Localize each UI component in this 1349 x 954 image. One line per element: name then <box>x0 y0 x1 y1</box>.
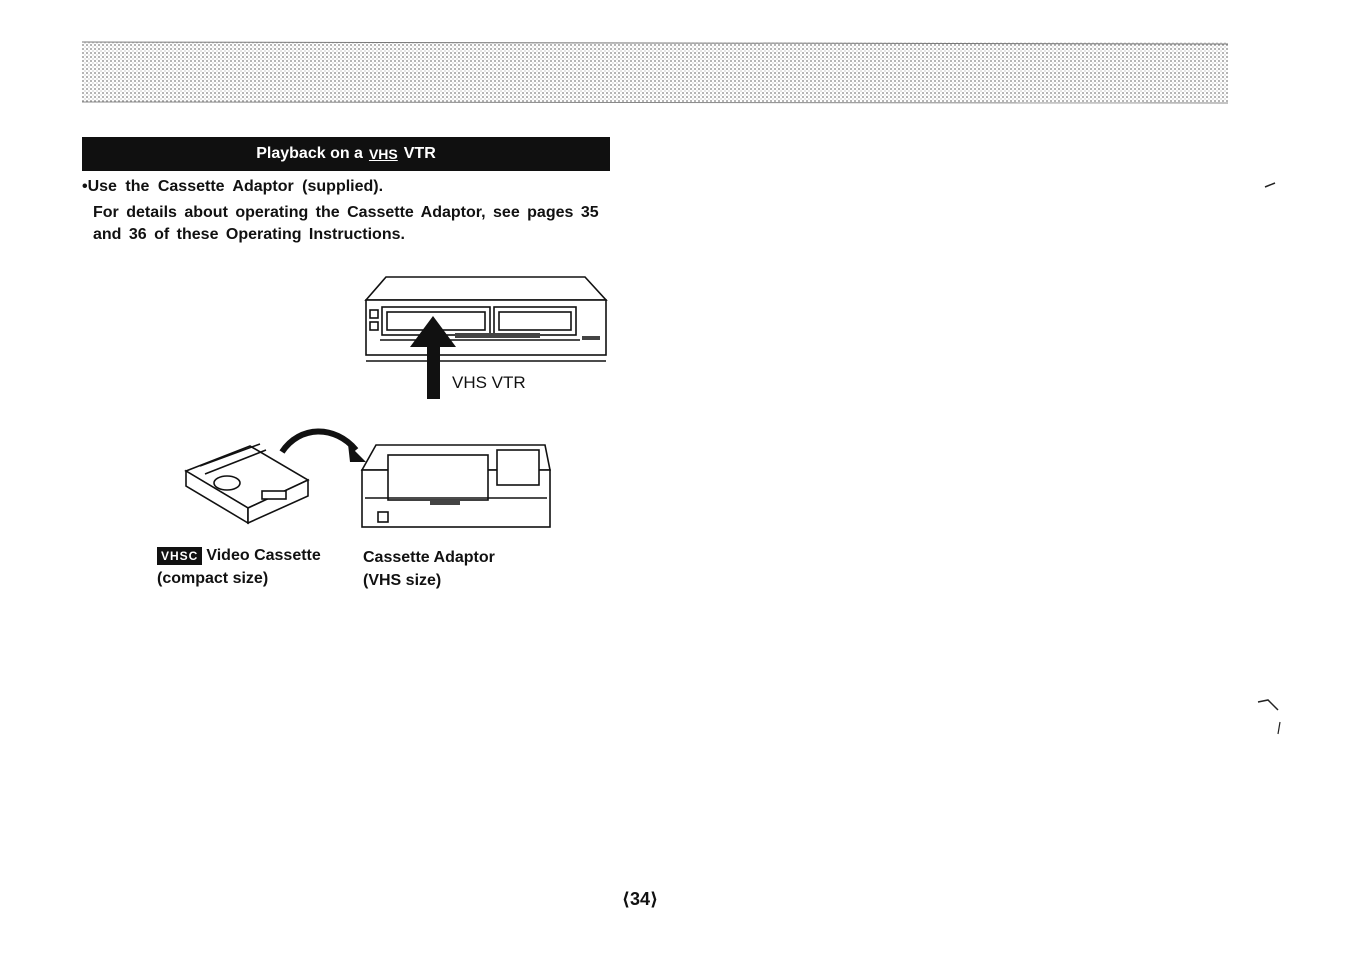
video-cassette-size: (compact size) <box>157 570 269 587</box>
cassette-adaptor-size: (VHS size) <box>363 572 442 589</box>
details-paragraph: For details about operating the Cassette… <box>93 204 599 243</box>
page-number: ⟨34⟩ <box>621 889 659 909</box>
cassette-adaptor-drawing <box>360 444 551 528</box>
section-title-bar: Playback on a VHS VTR <box>82 137 610 171</box>
section-title-prefix: Playback on a <box>256 145 363 162</box>
cassette-adaptor-caption: Cassette Adaptor (VHS size) <box>363 546 495 592</box>
header-band <box>82 41 1228 104</box>
vhs-logo: VHS <box>368 146 398 162</box>
section-title-suffix: VTR <box>403 145 436 162</box>
bullet-instruction: •Use the Cassette Adaptor (supplied). <box>82 178 384 195</box>
insert-arrow-icon <box>410 316 456 399</box>
vhs-vtr-drawing <box>364 276 608 362</box>
vhs-c-cassette-drawing <box>184 443 310 525</box>
video-cassette-label: Video Cassette <box>206 547 321 564</box>
cassette-adaptor-label: Cassette Adaptor <box>363 549 495 566</box>
vhs-vtr-label: VHS VTR <box>452 373 526 392</box>
curved-arrow-icon <box>279 428 359 454</box>
vhs-c-logo: VHSC <box>157 547 203 565</box>
